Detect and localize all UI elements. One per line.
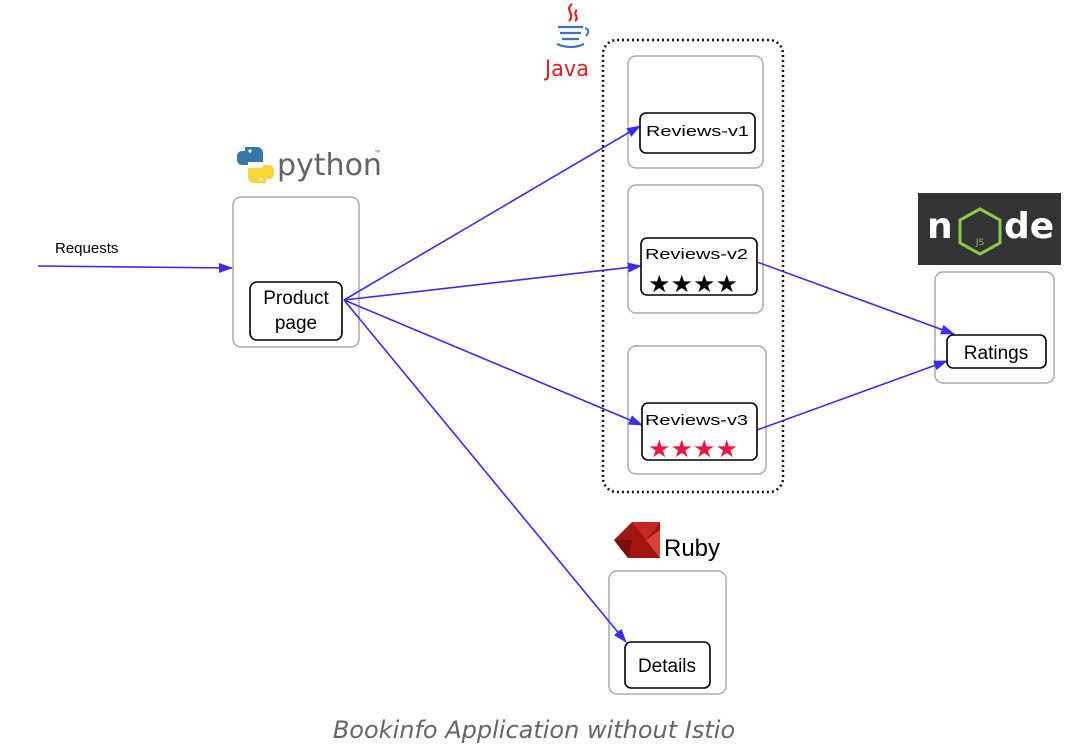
arrow-productpage-to-reviews-v2 (343, 262, 642, 301)
nodejs-logo: n JS de (918, 193, 1061, 265)
reviews-v2-stars: ★★★★ (648, 270, 738, 298)
arrow-requests-to-productpage (37, 262, 233, 273)
nodejs-logo-de: de (1004, 206, 1054, 247)
reviews-v2-label: Reviews-v2 (645, 246, 748, 263)
nodejs-logo-n: n (927, 206, 953, 247)
ruby-logo: Ruby (614, 522, 720, 562)
reviews-v1-service: Reviews-v1 (639, 112, 756, 154)
java-icon (556, 3, 590, 49)
reviews-v3-label: Reviews-v3 (645, 412, 748, 429)
nodejs-logo-js: JS (975, 238, 985, 248)
java-logo-text: Java (543, 57, 589, 82)
details-label: Details (638, 656, 696, 677)
diagram-caption: Bookinfo Application without Istio (333, 716, 735, 744)
productpage-service: Product page (249, 281, 343, 341)
productpage-label-line1: Product (263, 288, 329, 309)
python-logo: python ™ (237, 147, 382, 183)
python-icon (237, 147, 274, 183)
ratings-label: Ratings (964, 343, 1028, 364)
arrow-productpage-to-reviews-v3 (343, 299, 643, 426)
arrow-reviews-v2-to-ratings (756, 261, 955, 335)
productpage-label-line2: page (275, 313, 317, 334)
python-logo-text: python (277, 148, 382, 183)
reviews-v2-service: Reviews-v2 ★★★★ (640, 237, 758, 298)
arrow-reviews-v3-to-ratings (756, 360, 948, 431)
ruby-logo-text: Ruby (664, 535, 720, 562)
nodejs-hexagon-icon (958, 207, 1002, 256)
ruby-gem-icon (614, 522, 660, 558)
requests-label: Requests (55, 240, 118, 257)
python-logo-tm: ™ (374, 149, 382, 158)
arrow-productpage-to-reviews-v1 (343, 125, 641, 301)
reviews-v3-service: Reviews-v3 ★★★★ (641, 402, 758, 463)
arrow-productpage-to-details (343, 299, 627, 643)
ratings-service: Ratings (946, 334, 1047, 369)
reviews-service-group (601, 38, 785, 494)
reviews-v1-label: Reviews-v1 (646, 123, 749, 140)
reviews-v3-stars: ★★★★ (648, 435, 738, 463)
java-logo: Java (543, 3, 590, 82)
arrows (37, 125, 955, 643)
details-service: Details (624, 641, 711, 689)
